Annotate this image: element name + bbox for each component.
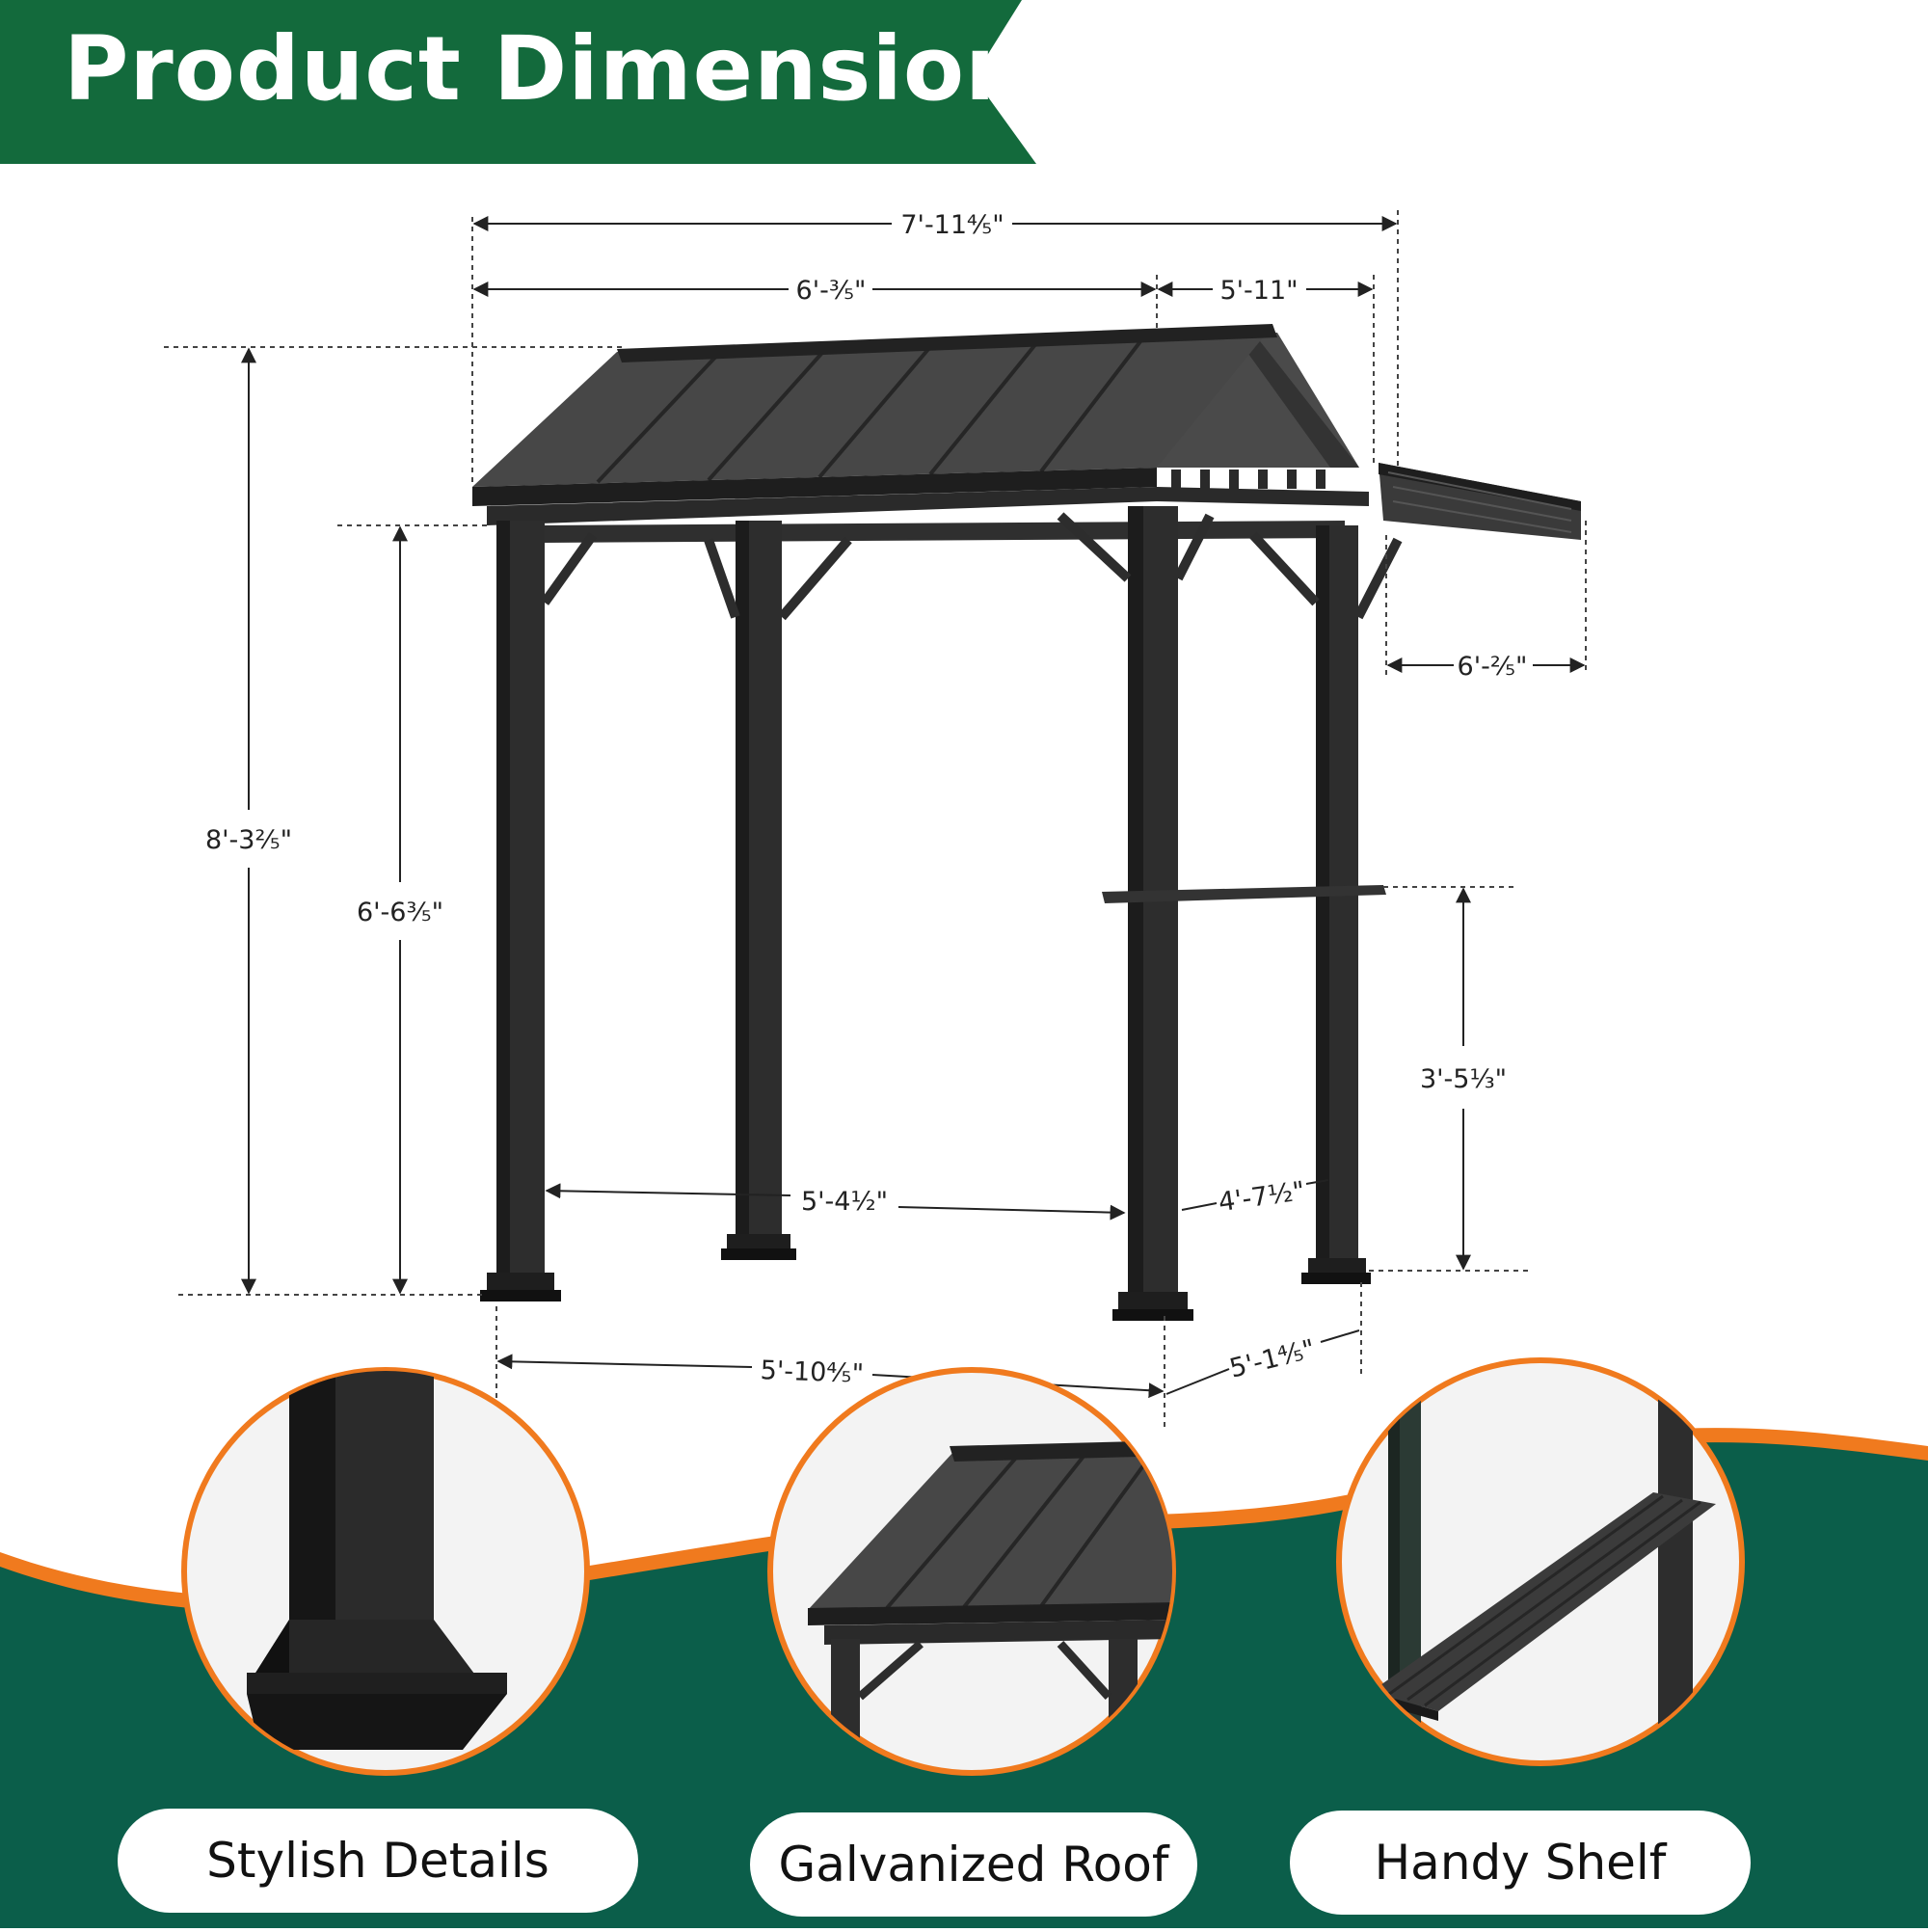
dim-inner-depth: 4'-7½" [1217, 1176, 1307, 1218]
dim-base-width: 5'-10⅘" [760, 1355, 864, 1389]
post-base-icon [247, 1371, 507, 1750]
gazebo [472, 324, 1581, 1321]
feature-label-handy-shelf: Handy Shelf [1290, 1811, 1751, 1915]
dim-side-roof-width: 5'-11" [1219, 276, 1298, 306]
dim-shelf-height: 3'-5⅓" [1420, 1064, 1507, 1094]
detail-circle-shelf [1336, 1357, 1745, 1766]
title-banner [0, 0, 1036, 164]
shelf-icon [1371, 1361, 1716, 1762]
dim-base-depth: 5'-1⅘" [1226, 1334, 1318, 1384]
detail-circle-stylish [181, 1367, 590, 1776]
dim-line-base-width [496, 1354, 753, 1370]
dim-line-base-depth [1165, 1368, 1230, 1395]
feature-label-stylish-details: Stylish Details [118, 1809, 638, 1913]
dim-line-inner-depth [1181, 1202, 1218, 1211]
dim-clearance-height: 6'-6⅗" [357, 898, 443, 927]
dimension-labels: 7'-11⅘" 6'-⅗" 5'-11" 6'-⅖" 8'-3⅖" 6'-6⅗"… [205, 210, 1528, 1389]
detail-circle-roof [767, 1367, 1176, 1776]
dim-inner-width: 5'-4½" [801, 1187, 888, 1217]
page-title: Product Dimensions [64, 17, 1084, 121]
dim-shelf-depth: 6'-⅖" [1458, 652, 1528, 682]
feature-label-galvanized-roof: Galvanized Roof [750, 1812, 1197, 1917]
dim-total-height: 8'-3⅖" [205, 825, 292, 855]
dim-line-inner-width [545, 1183, 791, 1199]
dim-overall-width: 7'-11⅘" [900, 210, 1004, 240]
dim-main-roof-width: 6'-⅗" [796, 276, 867, 306]
